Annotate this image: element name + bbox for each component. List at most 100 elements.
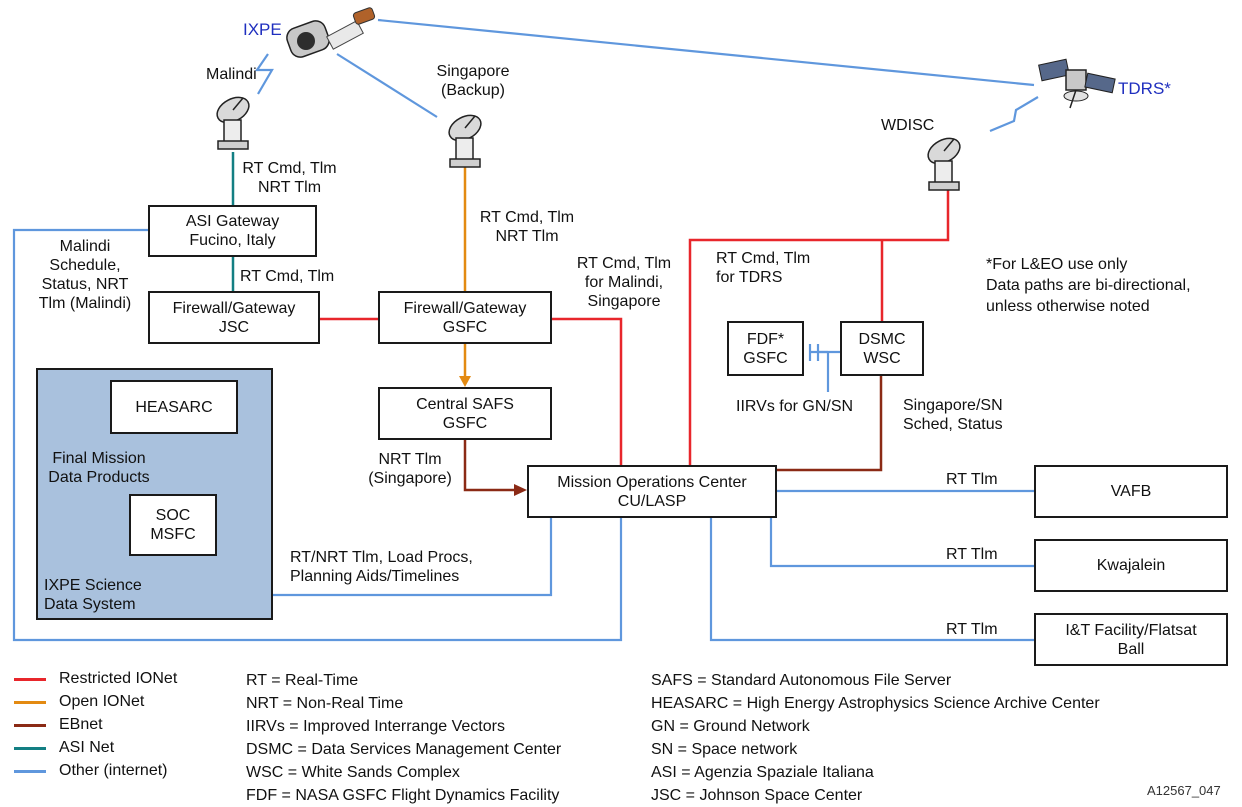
abbr-wsc: WSC = White Sands Complex	[246, 761, 561, 784]
malindi-schedule-line4: Tlm (Malindi)	[26, 294, 144, 313]
singapore-line2: (Backup)	[417, 81, 529, 100]
asi-gateway-line2: Fucino, Italy	[189, 231, 275, 250]
heasarc-label: HEASARC	[135, 398, 212, 417]
singapore-label: Singapore (Backup)	[417, 62, 529, 100]
asi-gateway-box: ASI Gateway Fucino, Italy	[148, 205, 317, 257]
moc-soc-link-label: RT/NRT Tlm, Load Procs, Planning Aids/Ti…	[290, 548, 473, 586]
soc-line1: SOC	[156, 506, 191, 525]
malindi-asi-line2: NRT Tlm	[237, 178, 342, 197]
nrt-singapore-line1: NRT Tlm	[360, 450, 460, 469]
legend-swatch-open	[14, 701, 46, 704]
fdf-line2: GSFC	[743, 349, 787, 368]
sched-status-line1: Singapore/SN	[903, 396, 1003, 415]
central-safs-line2: GSFC	[443, 414, 487, 433]
it-facility-line2: Ball	[1118, 640, 1145, 659]
open-ionet-arrow	[459, 376, 471, 387]
malindi-schedule-line1: Malindi	[26, 237, 144, 256]
fw-moc-line2: for Malindi,	[568, 273, 680, 292]
it-facility-box: I&T Facility/Flatsat Ball	[1034, 613, 1228, 666]
dsmc-box: DSMC WSC	[840, 321, 924, 376]
rt-tlm-vafb-label: RT Tlm	[946, 470, 998, 489]
abbreviations-col2: SAFS = Standard Autonomous File Server H…	[651, 669, 1100, 807]
sched-status-label: Singapore/SN Sched, Status	[903, 396, 1003, 434]
heasarc-box: HEASARC	[110, 380, 238, 434]
malindi-label: Malindi	[206, 65, 257, 84]
moc-soc-line2: Planning Aids/Timelines	[290, 567, 473, 586]
wdisc-antenna-icon	[924, 133, 964, 190]
legend-swatch-ebnet	[14, 724, 46, 727]
figure-id: A12567_047	[1147, 781, 1221, 800]
moc-soc-line1: RT/NRT Tlm, Load Procs,	[290, 548, 473, 567]
singapore-fw-line1: RT Cmd, Tlm	[472, 208, 582, 227]
malindi-asi-line1: RT Cmd, Tlm	[237, 159, 342, 178]
malindi-antenna-icon	[213, 92, 253, 149]
firewall-jsc-box: Firewall/Gateway JSC	[148, 291, 320, 344]
ixpe-label: IXPE	[243, 20, 282, 39]
abbr-rt: RT = Real-Time	[246, 669, 561, 692]
legend-label-open: Open IONet	[59, 692, 144, 711]
singapore-fw-link-label: RT Cmd, Tlm NRT Tlm	[472, 208, 582, 246]
tdrs-satellite-icon	[1039, 59, 1116, 108]
legend-label-ebnet: EBnet	[59, 715, 103, 734]
kwajalein-label: Kwajalein	[1097, 556, 1165, 575]
asi-gateway-line1: ASI Gateway	[186, 212, 279, 231]
science-system-label: IXPE Science Data System	[44, 576, 142, 614]
final-products-label: Final Mission Data Products	[40, 449, 158, 487]
wdisc-label: WDISC	[881, 116, 934, 135]
nrt-singapore-label: NRT Tlm (Singapore)	[360, 450, 460, 488]
moc-box: Mission Operations Center CU/LASP	[527, 465, 777, 518]
tdrs-moc-link-label: RT Cmd, Tlm for TDRS	[716, 249, 810, 287]
dsmc-line2: WSC	[863, 349, 900, 368]
abbr-sn: SN = Space network	[651, 738, 1100, 761]
note-line1: *For L&EO use only	[986, 254, 1191, 275]
malindi-asi-link-label: RT Cmd, Tlm NRT Tlm	[237, 159, 342, 197]
firewall-gsfc-line2: GSFC	[443, 318, 487, 337]
note-line3: unless otherwise noted	[986, 296, 1191, 317]
tdrs-moc-line2: for TDRS	[716, 268, 810, 287]
abbr-dsmc: DSMC = Data Services Management Center	[246, 738, 561, 761]
abbr-safs: SAFS = Standard Autonomous File Server	[651, 669, 1100, 692]
moc-line2: CU/LASP	[618, 492, 686, 511]
tdrs-label: TDRS*	[1118, 79, 1171, 98]
fdf-line1: FDF*	[747, 330, 784, 349]
science-system-line1: IXPE Science	[44, 576, 142, 595]
firewall-jsc-line2: JSC	[219, 318, 249, 337]
legend-swatch-restricted	[14, 678, 46, 681]
singapore-antenna-icon	[445, 110, 485, 167]
asi-fw-link-label: RT Cmd, Tlm	[240, 267, 334, 286]
soc-box: SOC MSFC	[129, 494, 217, 556]
final-products-line1: Final Mission	[40, 449, 158, 468]
abbreviations-col1: RT = Real-Time NRT = Non-Real Time IIRVs…	[246, 669, 561, 807]
fw-moc-line3: Singapore	[568, 292, 680, 311]
abbr-nrt: NRT = Non-Real Time	[246, 692, 561, 715]
vafb-label: VAFB	[1111, 482, 1152, 501]
dsmc-line1: DSMC	[858, 330, 905, 349]
firewall-gsfc-line1: Firewall/Gateway	[404, 299, 527, 318]
iirvs-label: IIRVs for GN/SN	[736, 397, 853, 416]
abbr-jsc: JSC = Johnson Space Center	[651, 784, 1100, 807]
malindi-schedule-line2: Schedule,	[26, 256, 144, 275]
sched-status-line2: Sched, Status	[903, 415, 1003, 434]
note-line2: Data paths are bi-directional,	[986, 275, 1191, 296]
fw-moc-line1: RT Cmd, Tlm	[568, 254, 680, 273]
legend-label-restricted: Restricted IONet	[59, 669, 177, 688]
it-facility-line1: I&T Facility/Flatsat	[1065, 621, 1196, 640]
notes-block: *For L&EO use only Data paths are bi-dir…	[986, 254, 1191, 317]
fw-moc-link-label: RT Cmd, Tlm for Malindi, Singapore	[568, 254, 680, 311]
malindi-schedule-line3: Status, NRT	[26, 275, 144, 294]
abbr-fdf: FDF = NASA GSFC Flight Dynamics Facility	[246, 784, 561, 807]
abbr-heasarc: HEASARC = High Energy Astrophysics Scien…	[651, 692, 1100, 715]
nrt-singapore-line2: (Singapore)	[360, 469, 460, 488]
legend-swatch-internet	[14, 770, 46, 773]
fdf-box: FDF* GSFC	[727, 321, 804, 376]
final-products-line2: Data Products	[40, 468, 158, 487]
ebnet-arrow	[514, 484, 527, 496]
abbr-asi: ASI = Agenzia Spaziale Italiana	[651, 761, 1100, 784]
science-system-line2: Data System	[44, 595, 142, 614]
central-safs-box: Central SAFS GSFC	[378, 387, 552, 440]
tdrs-moc-line1: RT Cmd, Tlm	[716, 249, 810, 268]
legend-swatch-asi	[14, 747, 46, 750]
ixpe-satellite-icon	[284, 7, 375, 60]
singapore-fw-line2: NRT Tlm	[472, 227, 582, 246]
firewall-gsfc-box: Firewall/Gateway GSFC	[378, 291, 552, 344]
